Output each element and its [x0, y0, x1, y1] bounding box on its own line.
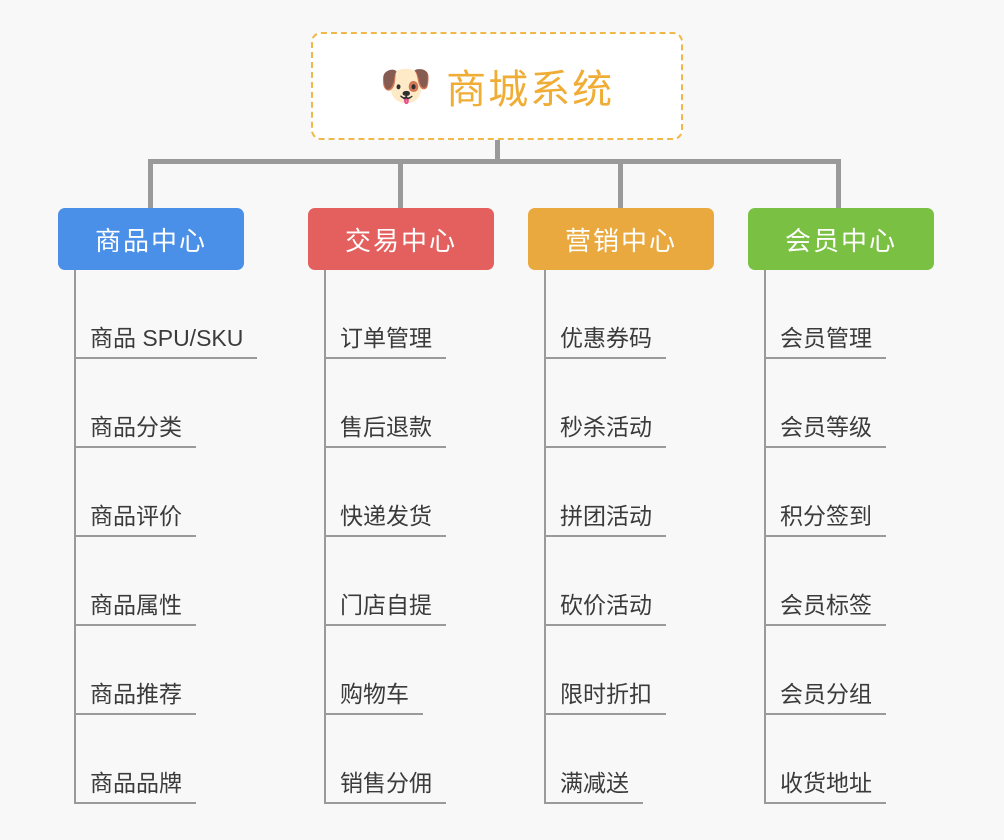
list-item-label: 拼团活动 [560, 503, 652, 529]
branch-header-label: 商品中心 [94, 225, 207, 256]
list-item-label: 快递发货 [340, 503, 432, 529]
list-item[interactable]: 会员分组 [766, 626, 934, 715]
list-item-label: 满减送 [560, 770, 629, 796]
connector-drop-member-center [836, 159, 841, 208]
list-item-label: 售后退款 [340, 414, 432, 440]
list-item[interactable]: 收货地址 [766, 715, 934, 804]
branch-items-product-center: 商品 SPU/SKU 商品分类 商品评价 商品属性 商品推荐 商品品牌 [74, 270, 258, 804]
branch-marketing-center: 营销中心 优惠券码 秒杀活动 拼团活动 砍价活动 限时折扣 满减送 [528, 208, 714, 804]
list-item[interactable]: 订单管理 [326, 270, 494, 359]
branch-items-trade-center: 订单管理 售后退款 快递发货 门店自提 购物车 销售分佣 [324, 270, 494, 804]
root-node-shop-system[interactable]: 🐶 商城系统 [311, 32, 683, 140]
branch-header-trade-center[interactable]: 交易中心 [308, 208, 494, 270]
list-item-label: 商品 SPU/SKU [90, 325, 244, 351]
list-item-label: 商品属性 [90, 592, 182, 618]
list-item[interactable]: 会员标签 [766, 537, 934, 626]
list-item-label: 销售分佣 [340, 770, 432, 796]
list-item[interactable]: 商品分类 [76, 359, 257, 448]
connector-root-stem [495, 140, 500, 163]
list-item-label: 商品评价 [90, 503, 182, 529]
list-item[interactable]: 优惠券码 [546, 270, 714, 359]
list-item[interactable]: 售后退款 [326, 359, 494, 448]
list-item-label: 购物车 [340, 681, 409, 707]
branch-header-label: 交易中心 [344, 225, 457, 256]
list-item[interactable]: 拼团活动 [546, 448, 714, 537]
branch-member-center: 会员中心 会员管理 会员等级 积分签到 会员标签 会员分组 收货地址 [748, 208, 934, 804]
list-item-label: 优惠券码 [560, 325, 652, 351]
list-item[interactable]: 购物车 [326, 626, 494, 715]
list-item[interactable]: 限时折扣 [546, 626, 714, 715]
list-item[interactable]: 商品评价 [76, 448, 257, 537]
list-item[interactable]: 快递发货 [326, 448, 494, 537]
connector-drop-trade-center [398, 159, 403, 208]
list-item[interactable]: 门店自提 [326, 537, 494, 626]
list-item-label: 会员分组 [780, 681, 872, 707]
list-item-label: 订单管理 [340, 325, 432, 351]
branch-product-center: 商品中心 商品 SPU/SKU 商品分类 商品评价 商品属性 商品推荐 商品品牌 [58, 208, 258, 804]
branch-header-label: 营销中心 [564, 225, 677, 256]
list-item-label: 收货地址 [780, 770, 872, 796]
list-item[interactable]: 满减送 [546, 715, 714, 804]
list-item-label: 砍价活动 [560, 592, 652, 618]
list-item[interactable]: 商品属性 [76, 537, 257, 626]
list-item[interactable]: 砍价活动 [546, 537, 714, 626]
list-item[interactable]: 商品品牌 [76, 715, 257, 804]
list-item[interactable]: 商品推荐 [76, 626, 257, 715]
branch-items-member-center: 会员管理 会员等级 积分签到 会员标签 会员分组 收货地址 [764, 270, 934, 804]
list-item-label: 秒杀活动 [560, 414, 652, 440]
list-item[interactable]: 会员等级 [766, 359, 934, 448]
list-item-label: 门店自提 [340, 592, 432, 618]
list-item[interactable]: 会员管理 [766, 270, 934, 359]
connector-drop-product-center [148, 159, 153, 208]
list-item-label: 会员等级 [780, 414, 872, 440]
branch-header-marketing-center[interactable]: 营销中心 [528, 208, 714, 270]
branch-header-label: 会员中心 [784, 225, 897, 256]
list-item-label: 限时折扣 [560, 681, 652, 707]
list-item-label: 积分签到 [780, 503, 872, 529]
connector-horizontal-bus [148, 159, 840, 164]
root-node-title: 商城系统 [446, 68, 615, 112]
list-item[interactable]: 销售分佣 [326, 715, 494, 804]
list-item[interactable]: 秒杀活动 [546, 359, 714, 448]
list-item-label: 会员标签 [780, 592, 872, 618]
list-item-label: 商品品牌 [90, 770, 182, 796]
list-item-label: 商品分类 [90, 414, 182, 440]
list-item-label: 会员管理 [780, 325, 872, 351]
dog-face-icon: 🐶 [379, 61, 433, 110]
branch-header-product-center[interactable]: 商品中心 [58, 208, 244, 270]
branch-trade-center: 交易中心 订单管理 售后退款 快递发货 门店自提 购物车 销售分佣 [308, 208, 494, 804]
list-item[interactable]: 积分签到 [766, 448, 934, 537]
connector-drop-marketing-center [618, 159, 623, 208]
branch-header-member-center[interactable]: 会员中心 [748, 208, 934, 270]
list-item[interactable]: 商品 SPU/SKU [76, 270, 258, 359]
branch-items-marketing-center: 优惠券码 秒杀活动 拼团活动 砍价活动 限时折扣 满减送 [544, 270, 714, 804]
list-item-label: 商品推荐 [90, 681, 182, 707]
